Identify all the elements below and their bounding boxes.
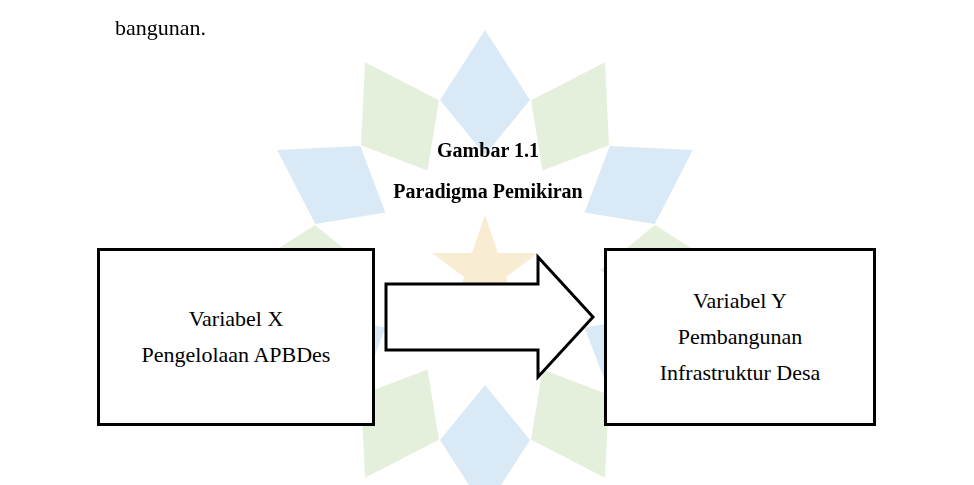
variable-box: Variabel YPembangunan Infrastruktur Desa <box>604 248 876 426</box>
figure-title: Gambar 1.1 <box>437 139 539 162</box>
variable-heading: Variabel Y <box>693 283 787 319</box>
variable-box: Variabel XPengelolaan APBDes <box>97 248 375 426</box>
variable-name: Pengelolaan APBDes <box>142 337 331 373</box>
variable-name: Pembangunan Infrastruktur Desa <box>631 319 849 391</box>
block-arrow <box>386 257 593 377</box>
figure-subtitle: Paradigma Pemikiran <box>393 180 582 203</box>
body-text: bangunan. <box>115 15 206 41</box>
variable-heading: Variabel X <box>189 301 284 337</box>
